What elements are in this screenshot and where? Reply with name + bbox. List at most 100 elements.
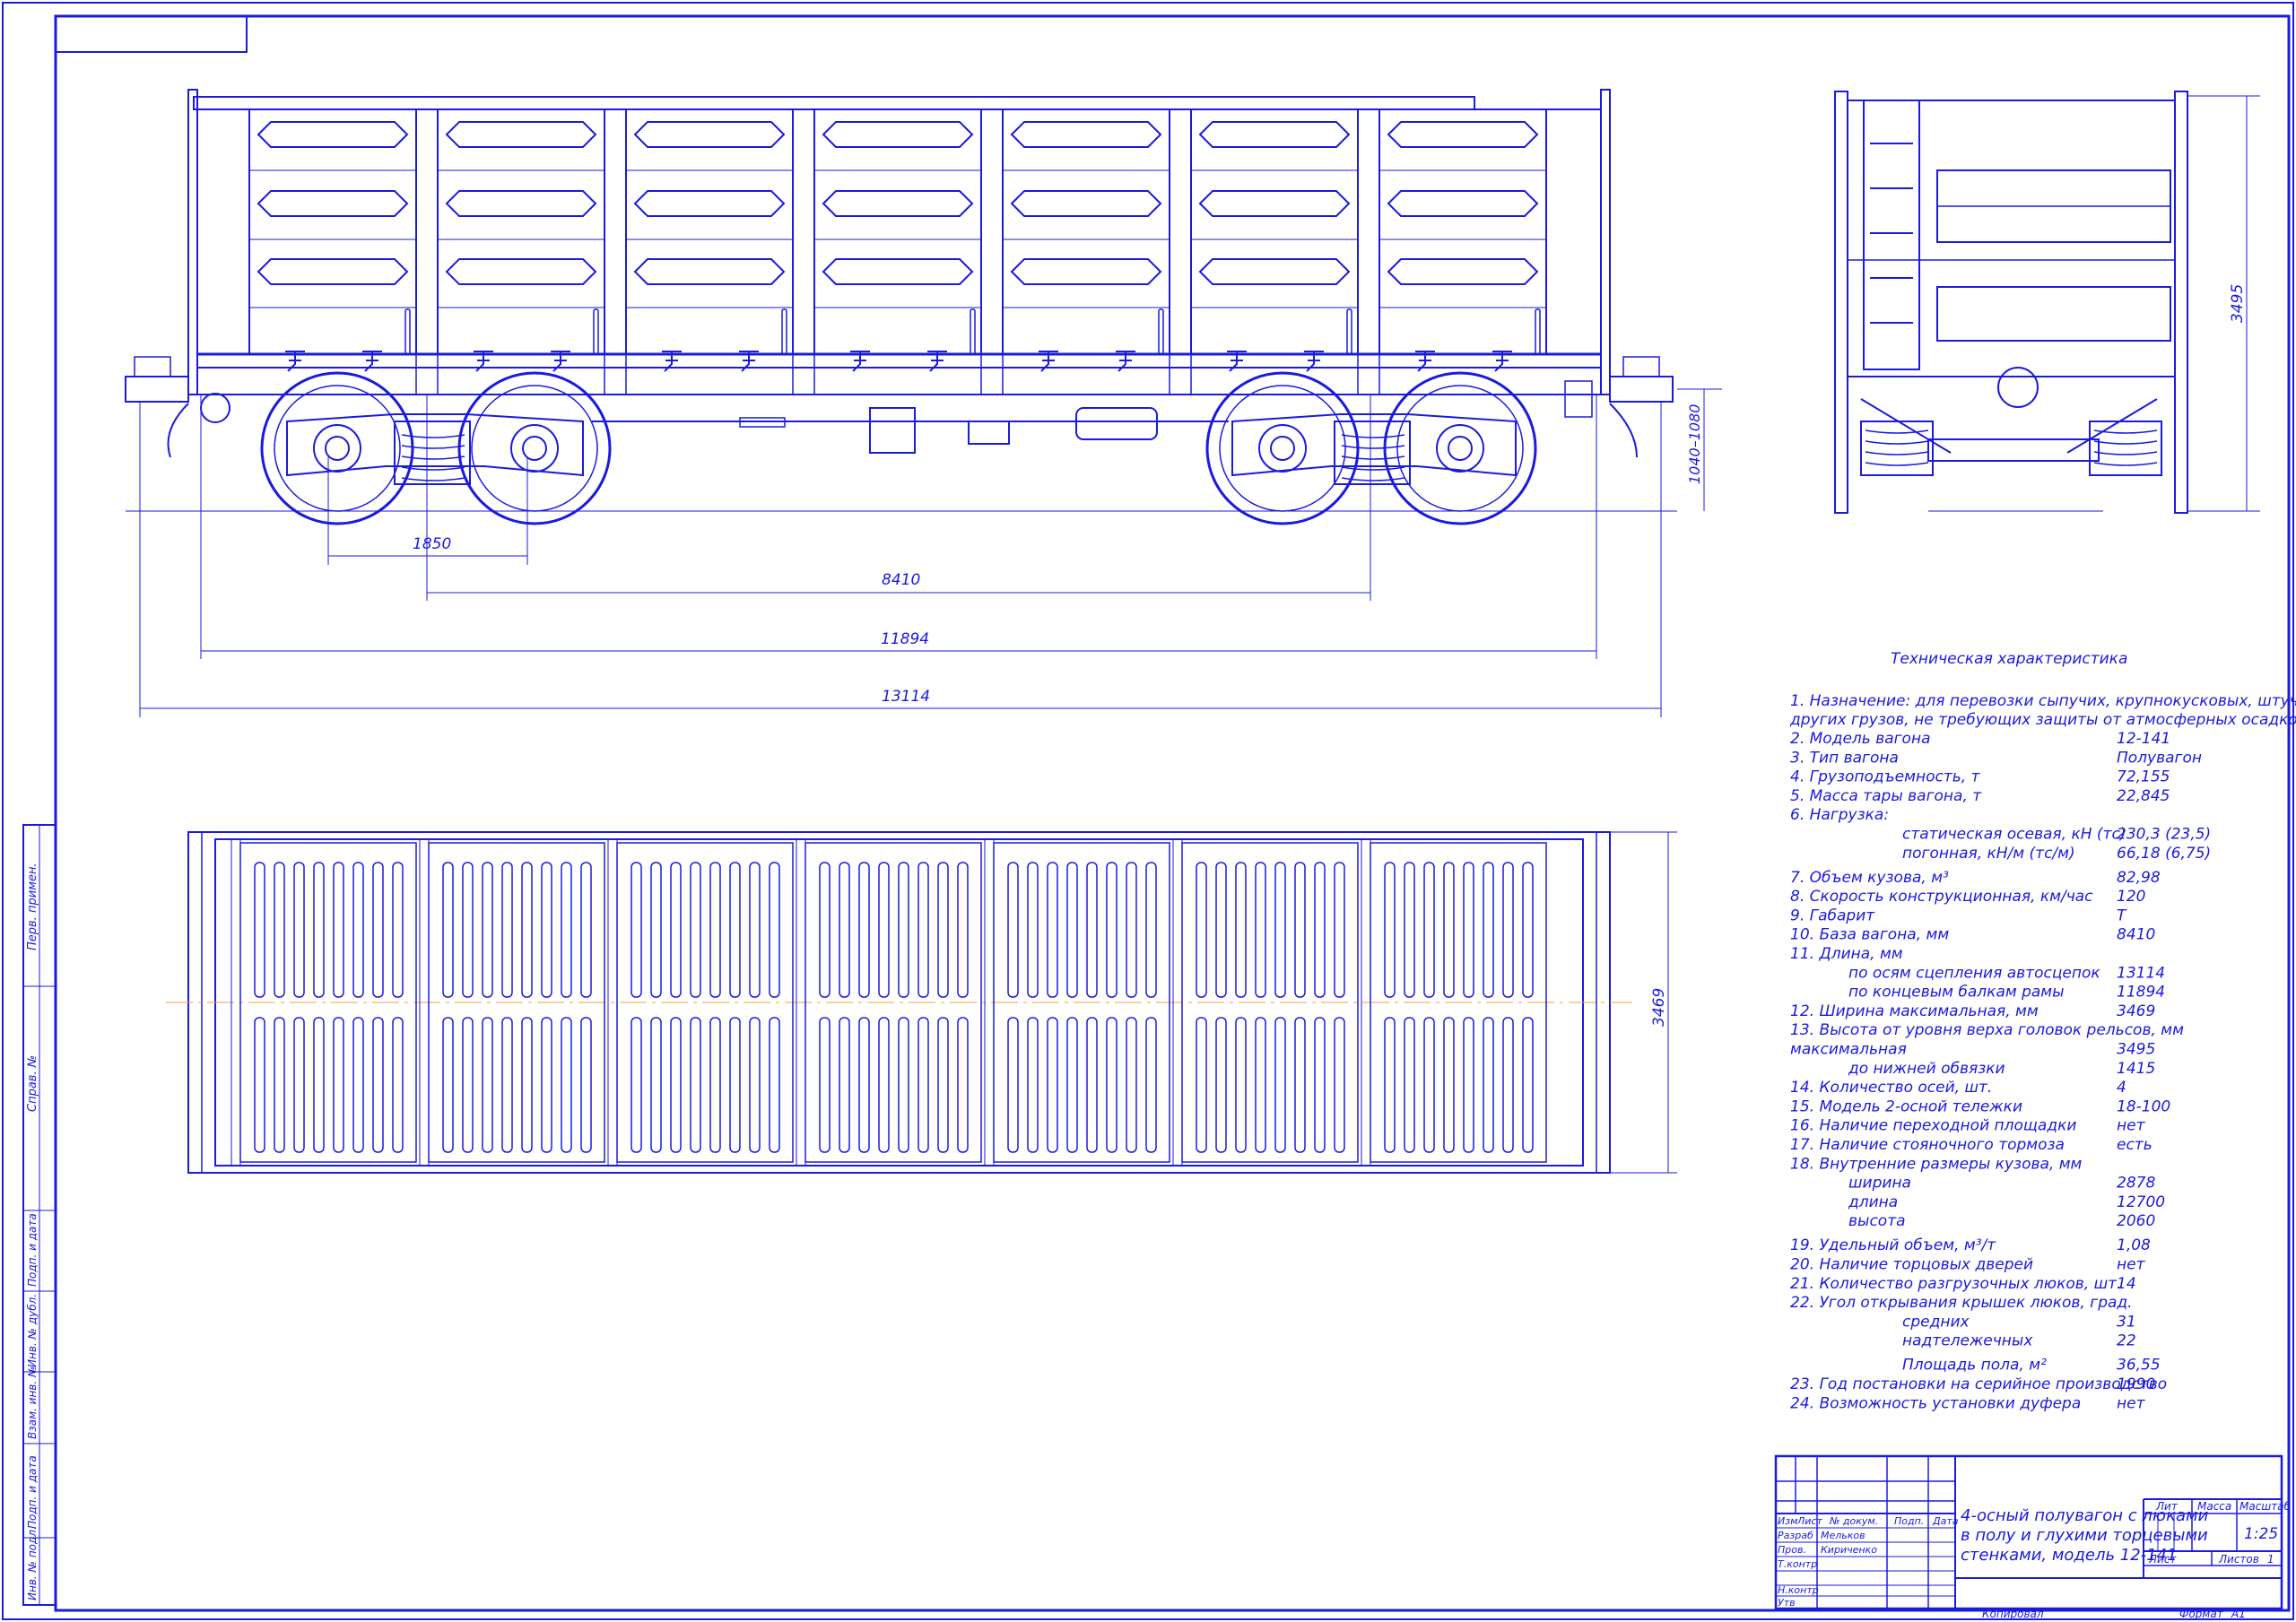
- floor-slot: [1196, 862, 1207, 998]
- utv-label: Утв: [1778, 1597, 1796, 1609]
- side-handle: [1158, 308, 1164, 355]
- hdr-data: Дата: [1932, 1515, 1959, 1527]
- floor-slot: [521, 862, 533, 998]
- vzam-label: Взам. инв. №: [26, 1366, 39, 1439]
- hdr-list: Лист: [1796, 1515, 1822, 1527]
- floor-slot: [1502, 862, 1514, 998]
- floor-slot: [729, 862, 741, 998]
- floor-slot: [1443, 1017, 1455, 1153]
- floor-slot: [392, 1017, 404, 1153]
- floor-crossbeam: [419, 838, 430, 1167]
- side-stamp: Перв. примен. Справ. № Подп. и дата Инв.…: [22, 824, 57, 1606]
- spec-row-label: 21. Количество разгрузочных люков, шт.: [1790, 1275, 2121, 1293]
- floor-slot: [1463, 1017, 1474, 1153]
- spec-row-value: 31: [2117, 1313, 2136, 1331]
- floor-slot: [442, 862, 454, 998]
- spec-row-label: 20. Наличие торцовых дверей: [1790, 1256, 2033, 1274]
- floor-slot: [1145, 1017, 1157, 1153]
- floor-slot: [482, 1017, 493, 1153]
- floor-crossbeam: [1172, 838, 1183, 1167]
- side-stiffener: [822, 190, 974, 217]
- spec-row-value: 12-141: [2117, 730, 2170, 748]
- floor-slot: [1007, 862, 1019, 998]
- spec-line-1b: других грузов, не требующих защиты от ат…: [1789, 711, 2296, 729]
- listov-label: Листов: [2218, 1553, 2259, 1566]
- floor-slot: [541, 1017, 552, 1153]
- spec-row-label: 9. Габарит: [1790, 906, 1875, 924]
- side-stiffener: [257, 258, 409, 285]
- floor-slot: [254, 862, 265, 998]
- floor-slot: [541, 862, 552, 998]
- floor-slot: [274, 1017, 285, 1153]
- floor-slot: [858, 862, 870, 998]
- floor-slot: [819, 862, 831, 998]
- format-label: Формат: [2179, 1608, 2224, 1620]
- drawing-name-3: стенками, модель 12-141: [1961, 1546, 2178, 1565]
- inv-dubl-label: Инв. № дубл.: [26, 1294, 39, 1367]
- floor-slot: [1086, 862, 1098, 998]
- floor-slot: [1404, 1017, 1415, 1153]
- side-panel: [813, 108, 982, 355]
- spec-line-1a: 1. Назначение: для перевозки сыпучих, кр…: [1790, 692, 2296, 710]
- spec-row-label: 8. Скорость конструкционная, км/час: [1790, 888, 2093, 906]
- spec-row-label: длина: [1848, 1193, 1898, 1211]
- floor-slot: [631, 1017, 642, 1153]
- spec-row-value: 230,3 (23,5): [2117, 826, 2211, 844]
- spec-row-label: статическая осевая, кН (тс): [1902, 826, 2126, 844]
- spec-row-value: Полувагон: [2117, 749, 2202, 767]
- side-stiffener: [822, 258, 974, 285]
- side-stiffener: [822, 121, 974, 148]
- floor-crossbeam: [230, 838, 241, 1167]
- floor-slot: [709, 862, 721, 998]
- hatch-lock-icon: [362, 351, 382, 372]
- listov-value: 1: [2267, 1553, 2274, 1566]
- floor-slot: [1196, 1017, 1207, 1153]
- spec-row-label: 4. Грузоподъемность, т: [1790, 768, 1981, 786]
- floor-slot: [650, 862, 662, 998]
- floor-slot: [1404, 862, 1415, 998]
- floor-slot: [729, 1017, 741, 1153]
- side-post: [604, 108, 627, 395]
- floor-slot: [521, 1017, 533, 1153]
- spec-row-label: 6. Нагрузка:: [1790, 806, 1889, 824]
- spec-row-value: 3495: [2117, 1041, 2155, 1059]
- floor-slot: [580, 862, 592, 998]
- side-stiffener: [1010, 121, 1162, 148]
- floor-slot: [561, 862, 572, 998]
- floor-slot: [1314, 862, 1326, 998]
- spec-row-value: 1,08: [2117, 1236, 2151, 1254]
- floor-crossbeam: [796, 838, 806, 1167]
- floor-slot: [1314, 1017, 1326, 1153]
- side-stiffener: [1010, 190, 1162, 217]
- floor-slot: [1215, 862, 1227, 998]
- spec-row-label: максимальная: [1790, 1041, 1907, 1059]
- spec-row-label: 5. Масса тары вагона, т: [1790, 787, 1982, 805]
- massa-label: Масса: [2197, 1500, 2231, 1513]
- side-dimensions: 1850 8410 11894 13114 1040–1080: [139, 388, 1722, 717]
- floor-slot: [1334, 1017, 1345, 1153]
- floor-slot: [1106, 862, 1118, 998]
- floor-slot: [670, 862, 682, 998]
- spec-row-value: нет: [2117, 1117, 2146, 1135]
- lit-label: Лит: [2155, 1500, 2179, 1513]
- floor-slot: [274, 862, 285, 998]
- prov-label: Пров.: [1778, 1544, 1806, 1556]
- floor-crossbeam: [1361, 838, 1371, 1167]
- hatch-lock-icon: [285, 351, 305, 372]
- floor-slot: [690, 1017, 701, 1153]
- top-bays: [230, 838, 1547, 1167]
- inv-podl-label: Инв. № подл.: [26, 1526, 39, 1600]
- spec-row-value: Т: [2117, 906, 2127, 924]
- floor-slot: [1007, 1017, 1019, 1153]
- side-handle: [593, 308, 599, 355]
- side-post: [980, 108, 1004, 395]
- floor-slot: [1423, 862, 1435, 998]
- spec-row-label: 10. База вагона, мм: [1790, 926, 1949, 944]
- format-value: A1: [2231, 1608, 2246, 1620]
- spec-row-value: 13114: [2117, 964, 2165, 982]
- title-block: Изм Лист № докум. Подп. Дата Разраб Мель…: [1774, 1454, 2292, 1620]
- end-view: 3495: [1834, 91, 2260, 514]
- floor-slot: [352, 862, 364, 998]
- hdr-izm: Изм: [1778, 1515, 1797, 1527]
- side-post: [1169, 108, 1192, 395]
